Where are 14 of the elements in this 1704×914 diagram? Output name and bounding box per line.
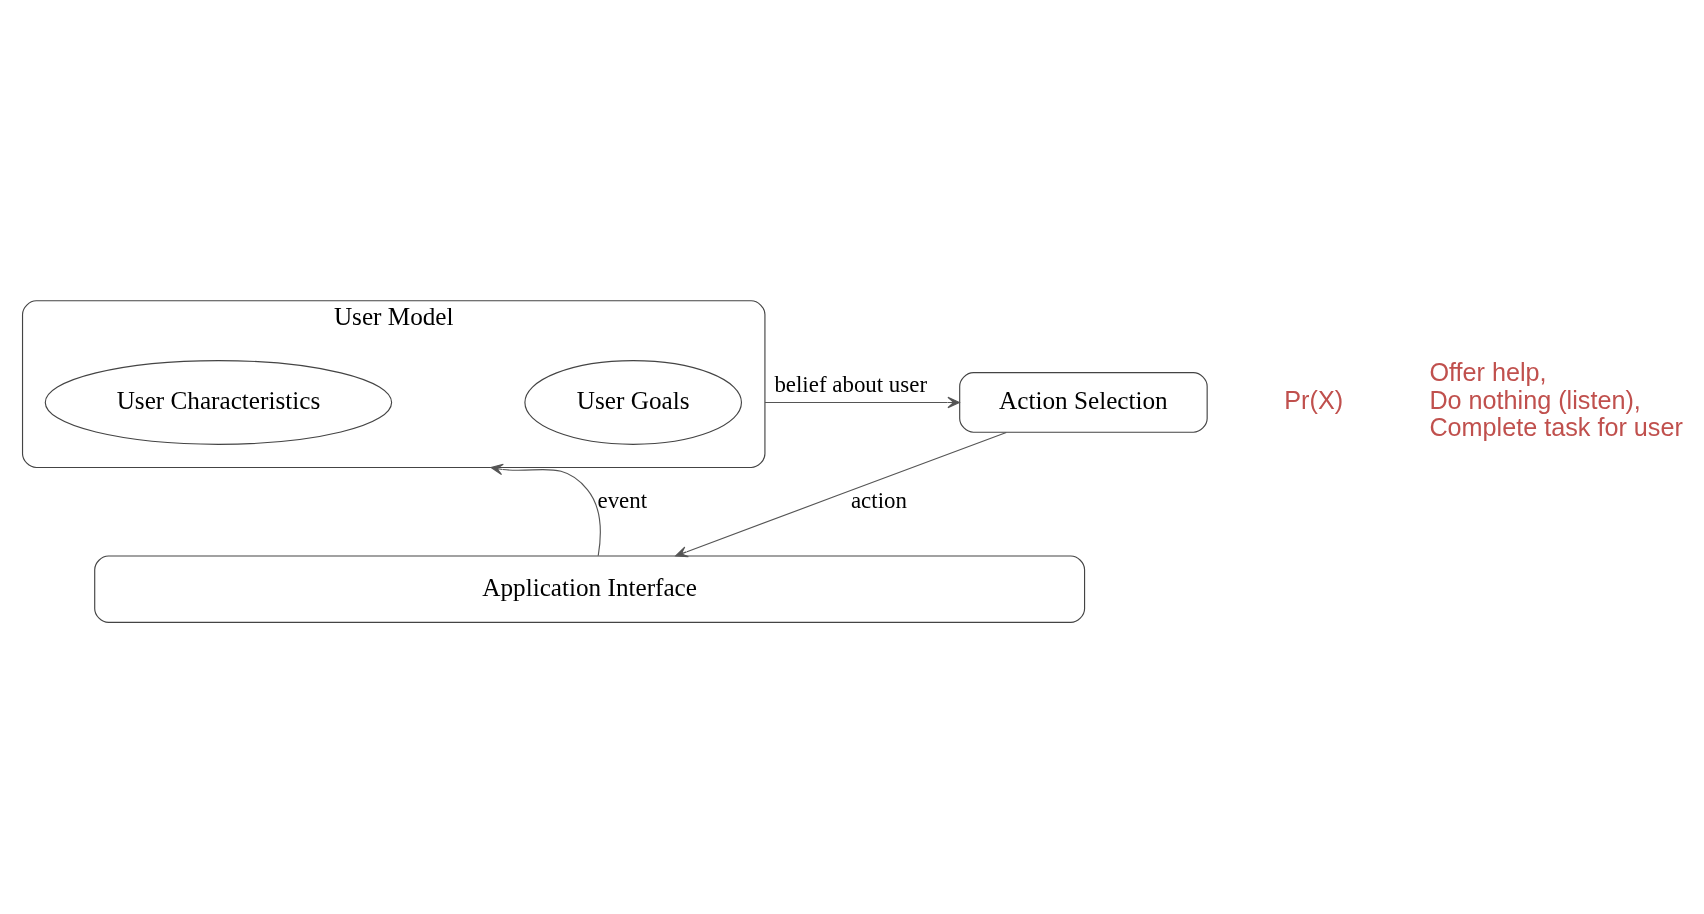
arrow <box>675 431 1007 558</box>
node-ellipse: User Characteristics <box>44 360 393 445</box>
label: Complete task for user <box>1429 413 1683 442</box>
label: Do nothing (listen), <box>1429 385 1641 414</box>
label: Offer help, <box>1429 358 1547 387</box>
arrow <box>490 463 601 557</box>
edge-label: action <box>850 487 907 513</box>
node-ellipse: User Goals <box>524 360 743 445</box>
edge-label: belief about user <box>774 372 928 398</box>
label: Pr(X) <box>1284 385 1344 414</box>
arrow <box>764 396 960 409</box>
edge-label: event <box>597 487 648 513</box>
node-box: Application Interface <box>94 555 1086 623</box>
node-box: Action Selection <box>959 372 1208 433</box>
